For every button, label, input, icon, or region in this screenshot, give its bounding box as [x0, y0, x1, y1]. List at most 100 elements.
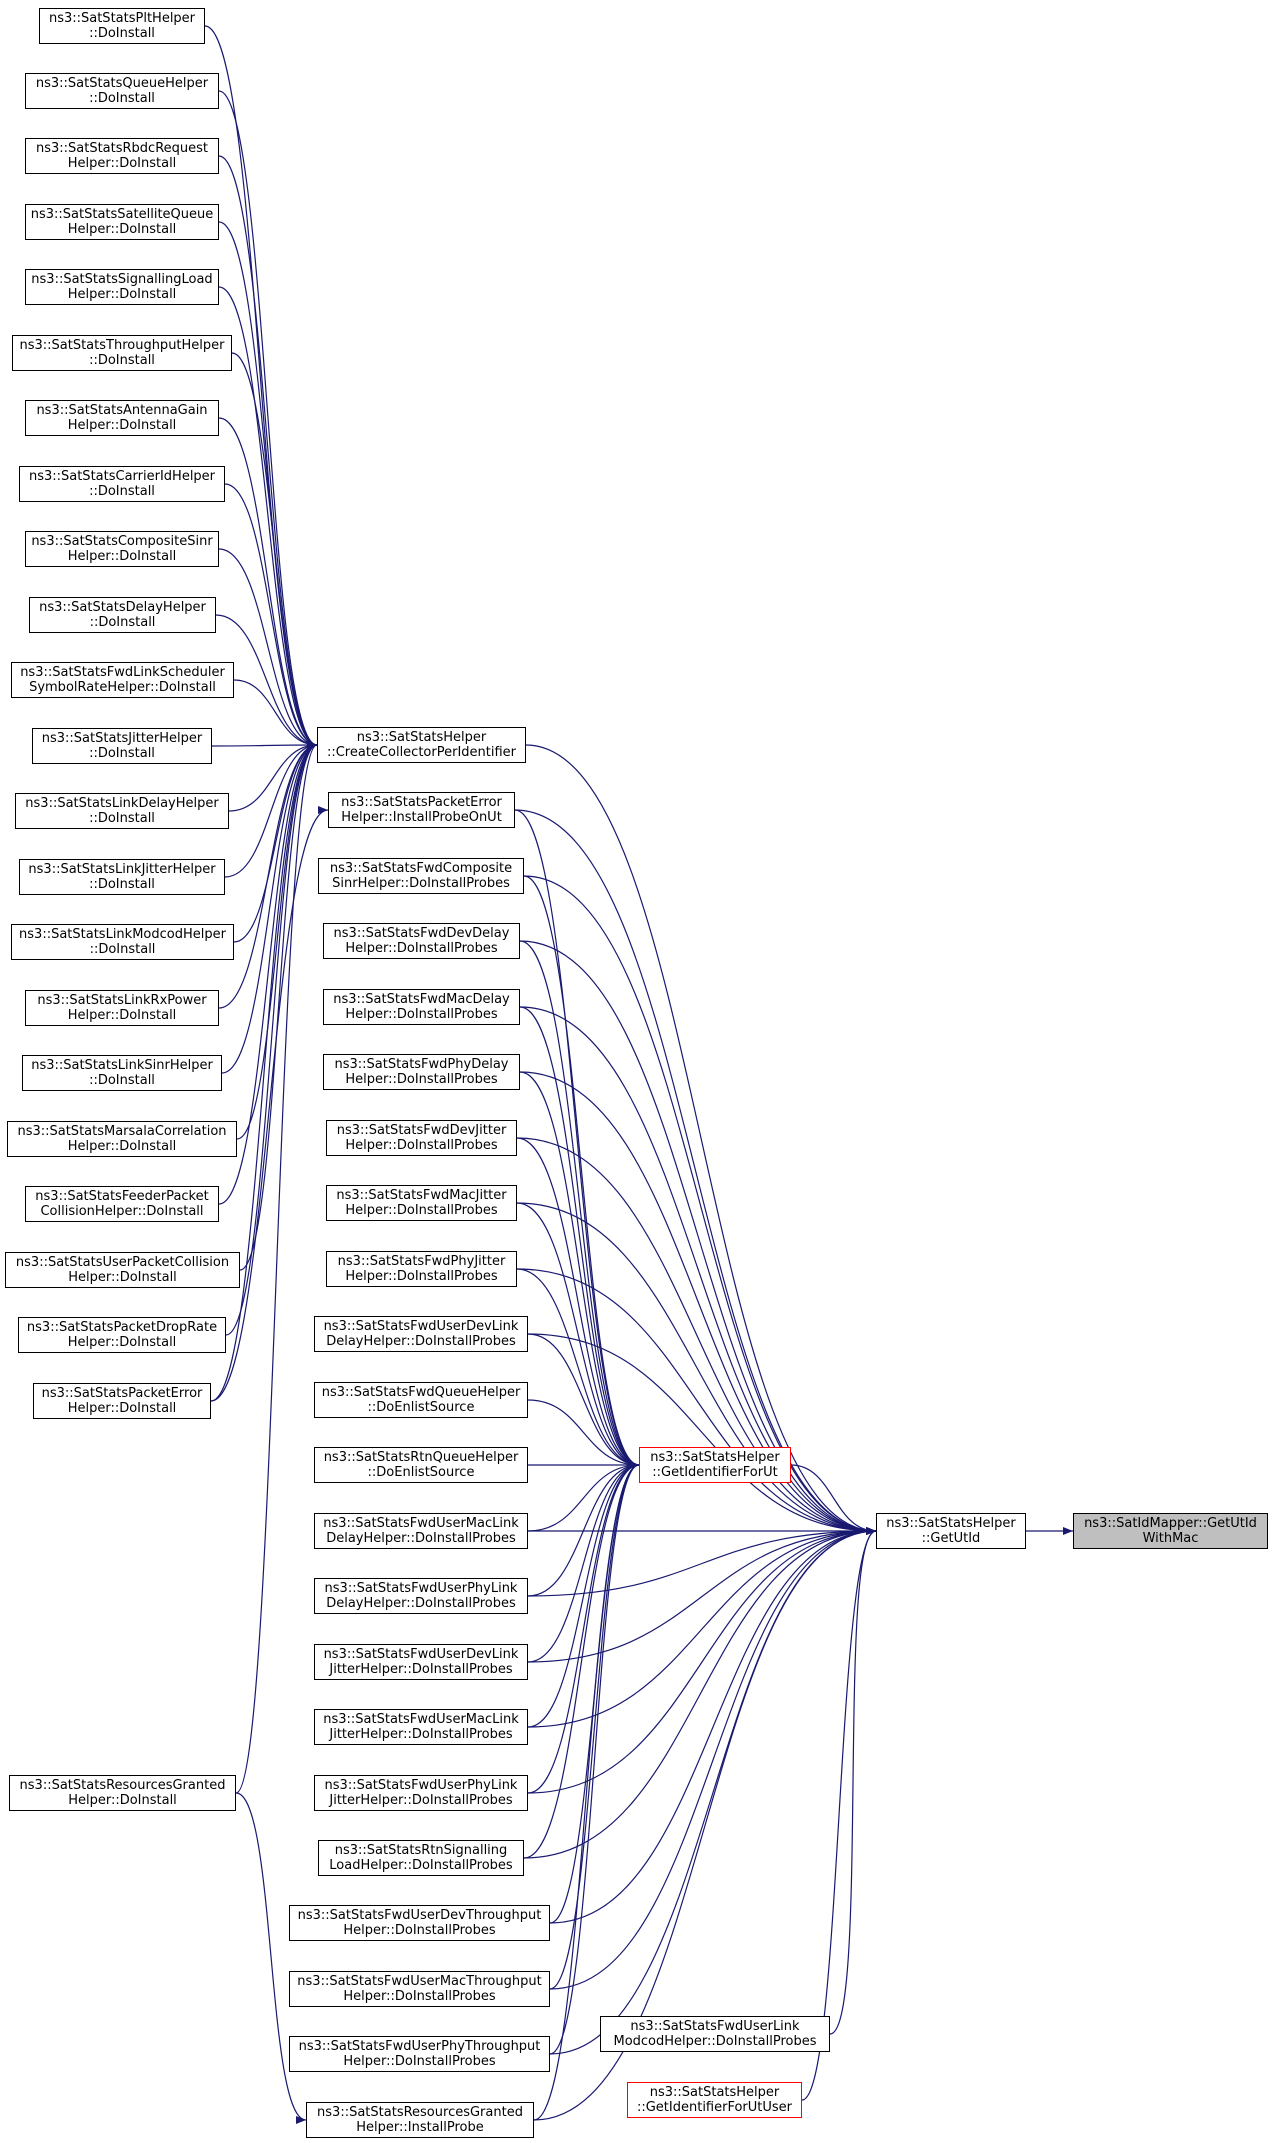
- node-getIdentifierForUtUser[interactable]: ns3::SatStatsHelper::GetIdentifierForUtU…: [627, 2082, 802, 2118]
- edge-fwdUserDevLinkDelay-to-getIdentifierForUt: [527, 1333, 640, 1469]
- edge-fwdPhyDelay-to-getUtId: [519, 1071, 877, 1535]
- edge-resourcesGrantedInstallProbe-to-getUtId: [533, 1527, 877, 2121]
- edge-packetErrorDoInstall-to-packetErrorInstallProbe: [210, 806, 329, 1402]
- edge-pltHelper-to-createCollector: [204, 25, 318, 749]
- node-label-line: Helper::DoInstall: [67, 549, 177, 564]
- edge-packetErrorInstallProbe-to-getIdentifierForUt: [514, 809, 640, 1469]
- node-label-line: ::DoInstall: [89, 811, 155, 826]
- node-linkSinr[interactable]: ns3::SatStatsLinkSinrHelper::DoInstall: [22, 1055, 222, 1091]
- node-createCollector[interactable]: ns3::SatStatsHelper::CreateCollectorPerI…: [317, 727, 526, 763]
- node-label-line: ::DoInstall: [89, 942, 156, 957]
- node-label-line: Helper::DoInstallProbes: [345, 1269, 498, 1284]
- node-label-line: ::DoInstall: [89, 353, 155, 368]
- node-getIdentifierForUt[interactable]: ns3::SatStatsHelper::GetIdentifierForUt: [639, 1447, 791, 1483]
- node-linkJitter[interactable]: ns3::SatStatsLinkJitterHelper::DoInstall: [19, 859, 225, 895]
- edge-fwdDevDelay-to-getUtId: [519, 940, 877, 1535]
- edge-signallingLoad-to-createCollector: [218, 286, 318, 749]
- node-label-line: Helper::InstallProbeOnUt: [341, 810, 502, 825]
- edge-resourcesGrantedDoInstall-to-createCollector: [235, 741, 318, 1794]
- node-linkModcod[interactable]: ns3::SatStatsLinkModcodHelper::DoInstall: [11, 924, 234, 960]
- node-throughputHelper[interactable]: ns3::SatStatsThroughputHelper::DoInstall: [12, 335, 232, 371]
- node-getUtId[interactable]: ns3::SatStatsHelper::GetUtId: [876, 1513, 1026, 1549]
- node-label-line: Helper::DoInstall: [67, 156, 177, 171]
- node-label-line: ::DoEnlistSource: [367, 1400, 475, 1415]
- node-label-line: ns3::SatStatsFwdUserPhyLink: [324, 1581, 518, 1596]
- node-pltHelper[interactable]: ns3::SatStatsPltHelper::DoInstall: [39, 8, 205, 44]
- node-label-line: ::DoInstall: [89, 877, 155, 892]
- node-jitterHelper[interactable]: ns3::SatStatsJitterHelper::DoInstall: [32, 728, 212, 764]
- node-label-line: ns3::SatStatsCompositeSinr: [31, 534, 213, 549]
- edge-fwdUserDevLinkDelay-to-getUtId: [527, 1333, 877, 1535]
- node-label-line: ns3::SatStatsJitterHelper: [41, 731, 203, 746]
- edge-fwdUserPhyThroughput-to-getUtId: [549, 1527, 877, 2055]
- node-label-line: ns3::SatStatsResourcesGranted: [19, 1778, 226, 1793]
- node-label-line: ns3::SatStatsFwdUserMacThroughput: [297, 1974, 542, 1989]
- node-label-line: WithMac: [1142, 1531, 1199, 1546]
- node-label-line: ns3::SatStatsFwdMacJitter: [336, 1188, 507, 1203]
- edge-queueHelper-to-createCollector: [218, 90, 318, 749]
- edge-jitterHelper-to-createCollector: [211, 741, 318, 750]
- node-label-line: Helper::DoInstall: [67, 287, 177, 302]
- node-label-line: ns3::SatStatsFwdUserPhyThroughput: [298, 2039, 541, 2054]
- edge-fwdUserDevLinkJitter-to-getUtId: [527, 1527, 877, 1663]
- edge-rtnSignallingLoad-to-getIdentifierForUt: [523, 1461, 640, 1859]
- edge-fwdPhyJitter-to-getIdentifierForUt: [516, 1268, 640, 1469]
- node-label-line: ns3::SatIdMapper::GetUtId: [1084, 1516, 1257, 1531]
- node-label-line: ns3::SatStatsFwdLinkScheduler: [20, 665, 225, 680]
- edge-fwdMacDelay-to-getUtId: [519, 1006, 877, 1535]
- node-carrierId[interactable]: ns3::SatStatsCarrierIdHelper::DoInstall: [19, 466, 225, 502]
- node-fwdQueue[interactable]: ns3::SatStatsFwdQueueHelper::DoEnlistSou…: [314, 1382, 528, 1418]
- node-label-line: Helper::DoInstall: [68, 1270, 177, 1285]
- node-rtnQueue[interactable]: ns3::SatStatsRtnQueueHelper::DoEnlistSou…: [314, 1447, 528, 1483]
- node-queueHelper[interactable]: ns3::SatStatsQueueHelper::DoInstall: [25, 73, 219, 109]
- edge-fwdUserMacLinkJitter-to-getIdentifierForUt: [527, 1461, 640, 1728]
- node-label-line: ns3::SatStatsHelper: [886, 1516, 1016, 1531]
- node-delayHelper[interactable]: ns3::SatStatsDelayHelper::DoInstall: [29, 597, 216, 633]
- node-label-line: Helper::DoInstallProbes: [343, 2054, 496, 2069]
- node-label-line: Helper::DoInstall: [67, 1008, 177, 1023]
- node-label-line: ::DoEnlistSource: [367, 1465, 475, 1480]
- node-label-line: Helper::DoInstallProbes: [345, 941, 498, 956]
- node-label-line: SinrHelper::DoInstallProbes: [332, 876, 510, 891]
- edge-antennaGain-to-createCollector: [218, 417, 318, 749]
- edge-packetErrorInstallProbe-to-getUtId: [514, 809, 877, 1535]
- node-label-line: ::GetIdentifierForUt: [652, 1465, 778, 1480]
- node-label-line: DelayHelper::DoInstallProbes: [326, 1531, 516, 1546]
- node-linkDelay[interactable]: ns3::SatStatsLinkDelayHelper::DoInstall: [15, 793, 229, 829]
- node-label-line: LoadHelper::DoInstallProbes: [329, 1858, 513, 1873]
